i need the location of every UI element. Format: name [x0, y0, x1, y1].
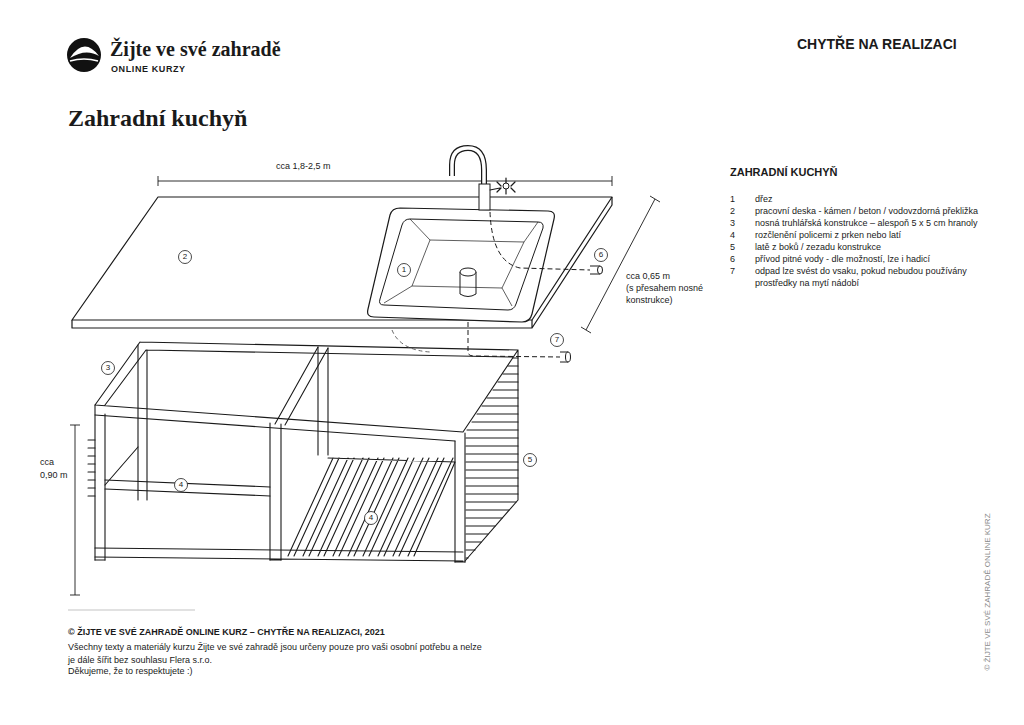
frame — [88, 342, 518, 562]
callout-number: 3 — [106, 364, 110, 372]
copyright-line: © ŽIJTE VE SVÉ ZAHRADĚ ONLINE KURZ – CHY… — [68, 627, 385, 638]
frame-divider — [275, 347, 328, 425]
legend-text: nosná truhlářská konstrukce – alespoň 5 … — [755, 217, 980, 229]
legend-text: latě z boků / zezadu konstrukce — [755, 241, 980, 253]
hidden-outline — [392, 330, 430, 352]
callout-number: 6 — [599, 251, 603, 259]
watermark: © ŽIJTE VE SVÉ ZAHRADĚ ONLINE KURZ — [983, 513, 993, 670]
legend-text: odpad lze svést do vsaku, pokud nebudou … — [755, 265, 980, 289]
callout-number: 2 — [183, 253, 187, 261]
legend-number: 7 — [730, 265, 735, 277]
brand-name: Žijte ve své zahradě — [110, 37, 281, 61]
legend-number: 1 — [730, 193, 735, 205]
countertop-edge — [72, 197, 612, 328]
callout-circle — [398, 264, 411, 277]
callout-number: 5 — [528, 456, 532, 464]
copyright-note: Všechny texty a materiály kurzu Žijte ve… — [68, 641, 488, 666]
sink-drain — [460, 268, 476, 276]
sink-basin — [384, 219, 538, 306]
faucet-handle — [490, 178, 515, 194]
shelf-rail — [105, 447, 270, 496]
callout-number: 4 — [179, 481, 183, 489]
logo-ground — [70, 59, 98, 61]
footer-rule — [68, 610, 195, 611]
legend-number: 3 — [730, 217, 735, 229]
legend-number: 4 — [730, 229, 735, 241]
dimension-label: cca 0,90 m — [40, 456, 74, 481]
callout-circle — [524, 454, 537, 467]
frame-rails — [95, 342, 518, 561]
callout-circle — [179, 251, 192, 264]
legend-text: přívod pitné vody - dle možností, lze i … — [755, 253, 980, 265]
sink-rim — [368, 208, 555, 322]
dimension-label: cca 1,8-2,5 m — [276, 161, 331, 172]
callout-circles — [102, 249, 608, 525]
legend-text: rozčlenění policemi z prken nebo latí — [755, 229, 980, 241]
callout-number: 4 — [369, 514, 373, 522]
frame-bottom-rail — [95, 548, 465, 562]
dimension-note: (s přesahem nosné konstrukce) — [626, 283, 714, 306]
callout-circle — [595, 249, 608, 262]
callout-circle — [551, 334, 564, 347]
logo-disc — [67, 38, 101, 72]
faucet-base — [479, 184, 490, 210]
brand-subtitle: ONLINE KURZY — [111, 64, 186, 75]
legend-text: pracovní deska - kámen / beton / vodovzd… — [755, 205, 980, 217]
callout-number: 7 — [555, 336, 559, 344]
water-pipe — [490, 212, 590, 270]
legend-heading: ZAHRADNÍ KUCHYŇ — [730, 166, 838, 179]
slatted-shelf — [288, 458, 455, 556]
page-title: Zahradní kuchyň — [68, 104, 247, 133]
logo-leaf — [70, 46, 99, 58]
dimension-line — [158, 176, 612, 186]
side-slats — [88, 440, 95, 496]
callout-circle — [175, 479, 188, 492]
side-slats — [466, 358, 518, 558]
callout-number: 1 — [402, 266, 406, 274]
callout-circle — [365, 512, 378, 525]
legend-number: 6 — [730, 253, 735, 265]
header-tag: CHYTŘE NA REALIZACI — [797, 36, 957, 53]
water-pipe-end — [598, 266, 603, 274]
dimension-label: cca 0,65 m — [626, 271, 670, 282]
frame-legs — [95, 345, 465, 562]
callout-circle — [102, 362, 115, 375]
legend-text: dřez — [755, 193, 980, 205]
thanks-note: Děkujeme, že to respektujete :) — [68, 666, 193, 677]
legend-number: 5 — [730, 241, 735, 253]
drain-pipe-end — [566, 352, 571, 362]
faucet-handle — [503, 183, 509, 189]
legend-number: 2 — [730, 205, 735, 217]
sink-basin — [380, 219, 544, 310]
dimension-line — [70, 425, 80, 595]
